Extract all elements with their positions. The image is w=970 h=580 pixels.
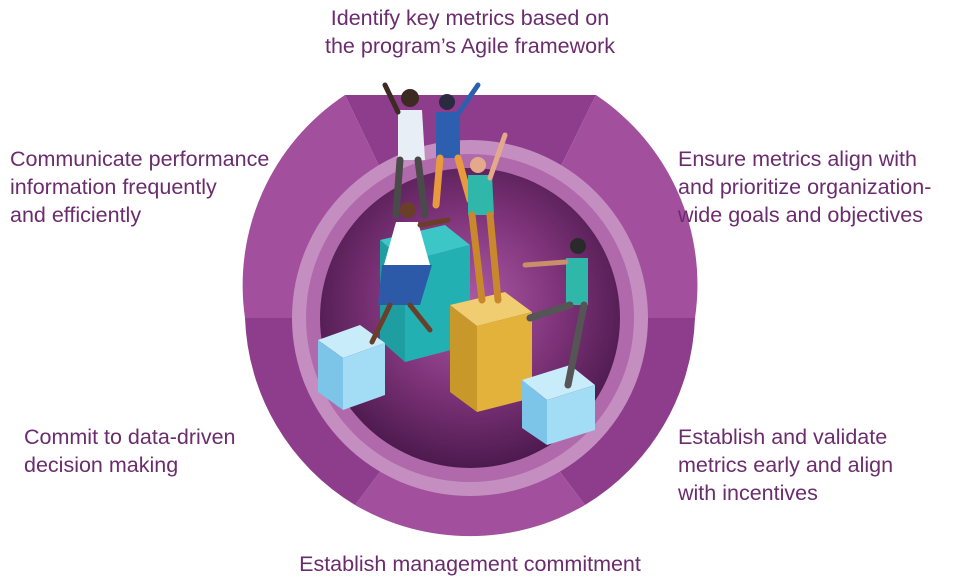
label-line: information frequently	[10, 175, 217, 199]
label-line: Communicate performance	[10, 147, 270, 171]
cube-gold	[450, 292, 532, 412]
label-ensure-metrics-align: Ensure metrics align with and prioritize…	[678, 145, 931, 229]
person-top-left	[382, 82, 429, 219]
segment-top-right	[560, 95, 698, 318]
label-line: Establish management commitment	[299, 552, 641, 576]
person-middle-right	[468, 132, 508, 304]
label-line: decision making	[24, 453, 179, 477]
label-line: Ensure metrics align with	[678, 147, 917, 171]
label-line: Commit to data-driven	[24, 425, 236, 449]
label-line: and efficiently	[10, 203, 142, 227]
person-left-woman	[369, 202, 451, 345]
label-communicate-performance: Communicate performance information freq…	[10, 145, 269, 229]
cube-lightblue-left	[318, 325, 385, 410]
label-line: wide goals and objectives	[678, 203, 924, 227]
label-line: with incentives	[678, 481, 818, 505]
label-line: the program’s Agile framework	[325, 34, 615, 58]
label-line: and prioritize organization-	[678, 175, 932, 199]
label-line: Identify key metrics based on	[330, 6, 610, 30]
label-line: Establish and validate	[678, 425, 888, 449]
label-identify-key-metrics: Identify key metrics based on the progra…	[220, 4, 720, 60]
segment-top-left	[242, 95, 380, 318]
person-top-center	[432, 82, 481, 209]
label-line: metrics early and align	[678, 453, 894, 477]
label-management-commitment: Establish management commitment	[220, 550, 720, 578]
cube-lightblue-right	[522, 365, 595, 445]
label-data-driven-decisions: Commit to data-driven decision making	[24, 423, 236, 479]
person-right-woman	[522, 238, 588, 389]
label-establish-validate-metrics: Establish and validate metrics early and…	[678, 423, 893, 507]
